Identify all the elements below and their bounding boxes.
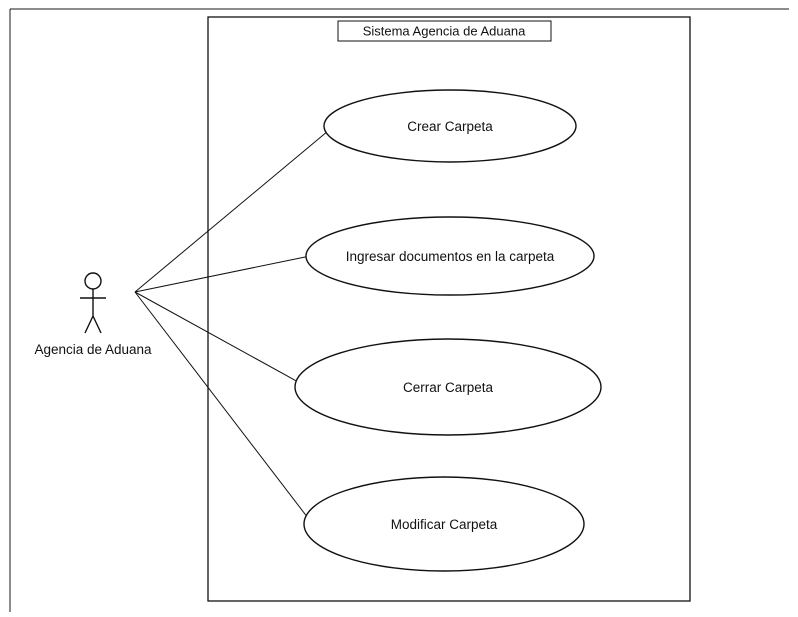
actor-right-leg <box>92 315 102 334</box>
use-case-label: Cerrar Carpeta <box>403 380 494 395</box>
use-case-ingresar-documentos[interactable]: Ingresar documentos en la carpeta <box>305 216 595 296</box>
actor-head <box>84 272 102 290</box>
use-case-label: Modificar Carpeta <box>391 517 498 532</box>
use-case-label: Crear Carpeta <box>407 119 493 134</box>
actor-left-leg <box>84 315 94 334</box>
use-case-ellipse <box>294 338 602 436</box>
stick-figure-icon <box>80 272 106 334</box>
use-case-ellipse <box>323 89 577 163</box>
use-case-crear-carpeta[interactable]: Crear Carpeta <box>323 89 577 163</box>
actor-label: Agencia de Aduana <box>34 342 152 357</box>
use-case-ellipse <box>305 216 595 296</box>
use-case-label: Ingresar documentos en la carpeta <box>346 249 555 264</box>
use-case-cerrar-carpeta[interactable]: Cerrar Carpeta <box>294 338 602 436</box>
system-boundary <box>207 16 691 602</box>
association-line-cerrar <box>134 291 301 384</box>
association-line-crear <box>134 130 329 293</box>
use-case-modificar-carpeta[interactable]: Modificar Carpeta <box>303 476 585 572</box>
use-case-ellipse <box>303 476 585 572</box>
actor[interactable]: Agencia de Aduana <box>34 272 152 357</box>
system-title: Sistema Agencia de Aduana <box>363 24 526 39</box>
association-line-modificar <box>134 291 309 519</box>
system-title-box <box>337 20 552 42</box>
association-line-ingresar <box>134 255 311 293</box>
